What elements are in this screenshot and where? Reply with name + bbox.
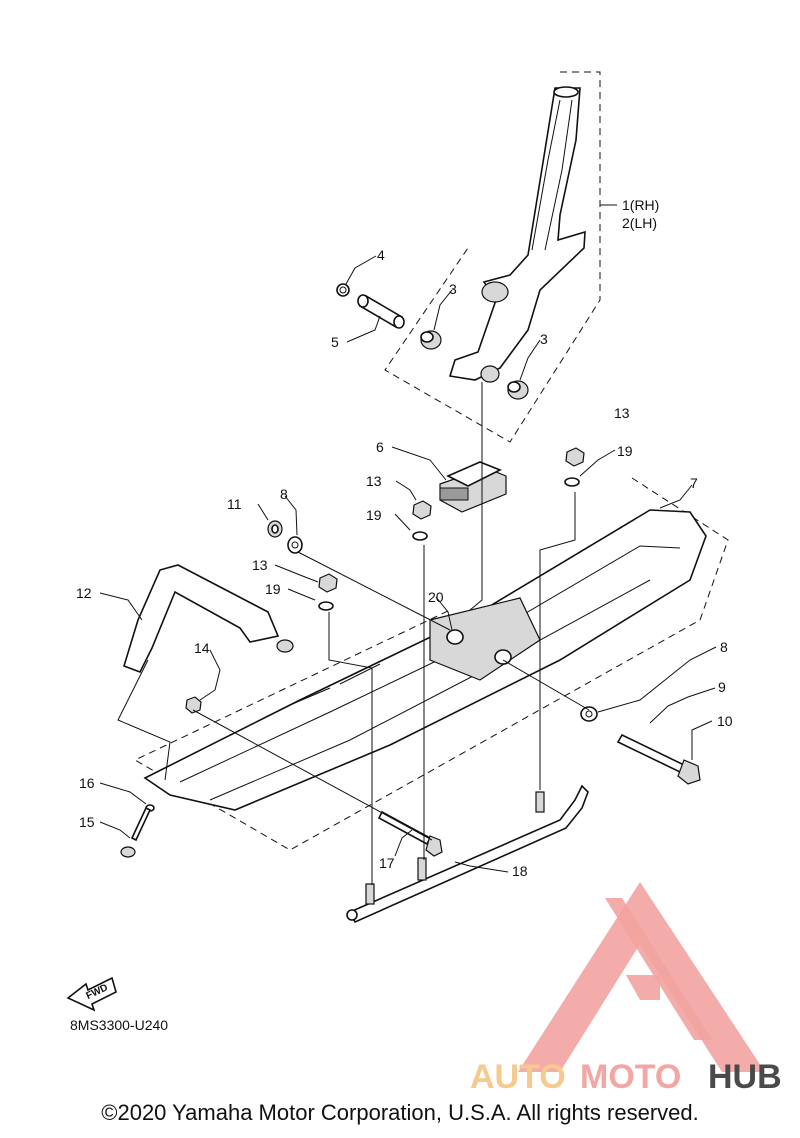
callout-7: 7	[690, 475, 698, 491]
washer-19a	[564, 477, 580, 487]
callout-8a: 8	[280, 486, 288, 502]
bushing-3b	[507, 380, 529, 400]
callout-17: 17	[379, 855, 395, 871]
callout-4: 4	[377, 247, 385, 263]
sleeve-5	[357, 294, 405, 329]
damper-6	[439, 461, 507, 513]
callout-9: 9	[718, 679, 726, 695]
callout-15: 15	[79, 814, 95, 830]
bolt-10	[616, 733, 701, 785]
ski-handle-12	[123, 564, 294, 674]
callout-18: 18	[512, 863, 528, 879]
callout-12: 12	[76, 585, 92, 601]
nut-13c	[318, 573, 338, 593]
steering-group-outline	[384, 71, 601, 443]
ski-group-outline	[133, 477, 729, 851]
watermark-logo	[518, 882, 765, 1072]
circlip-4	[336, 283, 350, 297]
callout-2: 2(LH)	[622, 215, 657, 231]
watermark-word-hub: HUB	[708, 1058, 782, 1096]
nut-14	[185, 696, 202, 714]
callout-3b: 3	[540, 331, 548, 347]
wear-bar-18	[346, 784, 589, 924]
callout-20: 20	[428, 589, 444, 605]
cotter-pin-9	[649, 705, 669, 724]
spindle	[448, 86, 586, 383]
callout-19a: 19	[617, 443, 633, 459]
leader-lines	[99, 204, 717, 885]
nut-13b	[412, 500, 432, 520]
nut-13a	[565, 447, 585, 467]
callout-3a: 3	[449, 281, 457, 297]
watermark-word-auto: AUTO	[470, 1058, 566, 1096]
callout-14: 14	[194, 640, 210, 656]
washer-19c	[318, 601, 334, 611]
watermark-text: AUTO MOTO HUB	[470, 1058, 782, 1096]
ski-7	[143, 509, 707, 811]
watermark-word-moto: MOTO	[580, 1058, 681, 1096]
copyright-notice: ©2020 Yamaha Motor Corporation, U.S.A. A…	[101, 1100, 699, 1125]
callout-8b: 8	[720, 639, 728, 655]
washer-8b	[580, 706, 598, 722]
callouts: 1(RH) 2(LH) 3 3 4 5 6 7 8 8 9 10 11 12 1…	[76, 197, 733, 879]
fwd-arrow-icon: FWD	[66, 976, 117, 1012]
callout-13a: 13	[614, 405, 630, 421]
bushing-3a	[420, 330, 442, 350]
callout-19b: 19	[366, 507, 382, 523]
callout-5: 5	[331, 334, 339, 350]
callout-19c: 19	[265, 581, 281, 597]
callout-10: 10	[717, 713, 733, 729]
washer-19b	[412, 531, 428, 541]
washer-8a	[287, 536, 303, 554]
callout-6: 6	[376, 439, 384, 455]
bolt-17	[377, 810, 443, 857]
callout-11: 11	[227, 496, 242, 512]
callout-1: 1(RH)	[622, 197, 659, 213]
callout-16: 16	[79, 775, 95, 791]
callout-13c: 13	[252, 557, 268, 573]
nut-11	[267, 520, 283, 538]
callout-13b: 13	[366, 473, 382, 489]
diagram-part-number: 8MS3300-U240	[70, 1017, 168, 1033]
bolt-15	[120, 806, 152, 858]
